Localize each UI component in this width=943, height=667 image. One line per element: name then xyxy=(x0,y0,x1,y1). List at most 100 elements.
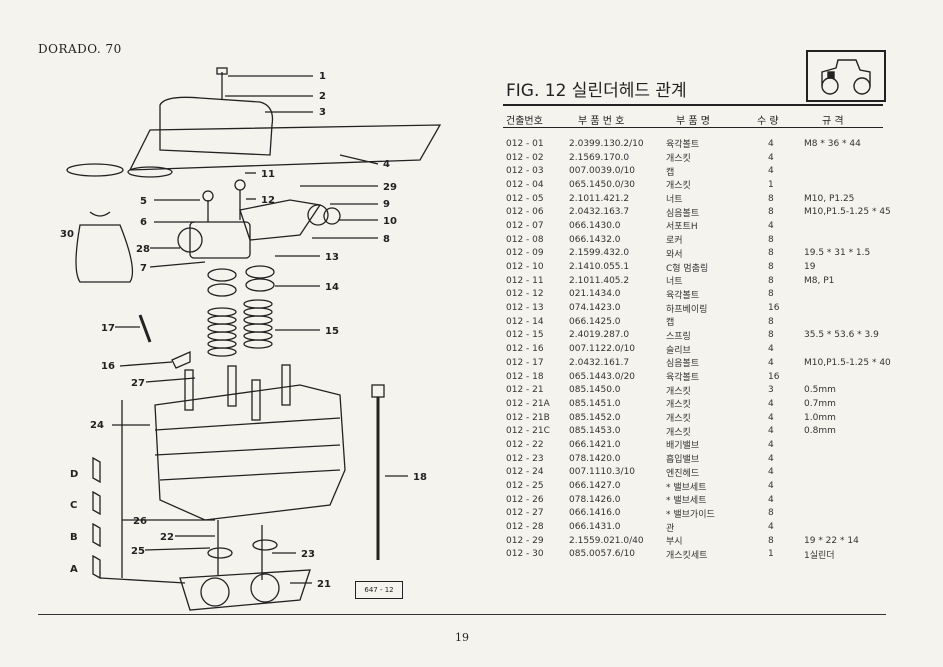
part-no-cell: 012 - 18 xyxy=(506,371,544,382)
part-no-cell: 012 - 25 xyxy=(506,481,544,492)
part-no-cell: 012 - 30 xyxy=(506,549,544,560)
qty-cell: 4 xyxy=(768,344,774,355)
part-no-cell: 012 - 24 xyxy=(506,467,544,478)
qty-cell: 4 xyxy=(768,467,774,478)
code-cell: 078.1420.0 xyxy=(569,453,621,464)
name-cell: 개스킷 xyxy=(666,154,691,165)
spec-cell: M10,P1.5-1.25 * 45 xyxy=(804,207,891,218)
code-cell: 2.1599.432.0 xyxy=(569,248,630,259)
callout-25: 25 xyxy=(131,546,145,557)
spec-cell: M10,P1.5-1.25 * 40 xyxy=(804,357,891,368)
spec-cell xyxy=(804,493,894,507)
qty-cell: 4 xyxy=(768,398,774,409)
code-cell: 085.1452.0 xyxy=(569,412,621,423)
spec-cell: M8 * 36 * 44 xyxy=(804,138,861,149)
code-cell: 074.1423.0 xyxy=(569,303,621,314)
col-spec: 규 격 xyxy=(822,116,844,127)
name-cell: 너트 xyxy=(666,195,683,206)
code-cell: 007.1122.0/10 xyxy=(569,344,636,355)
part-no-cell: 012 - 09 xyxy=(506,248,544,259)
qty-cell: 4 xyxy=(768,166,774,177)
code-cell: 021.1434.0 xyxy=(569,289,621,300)
qty-cell: 8 xyxy=(768,535,774,546)
name-cell: 개스킷세트 xyxy=(666,550,708,561)
code-cell: 066.1432.0 xyxy=(569,234,621,245)
name-cell: 너트 xyxy=(666,277,683,288)
callout-1: 1 xyxy=(319,71,326,82)
part-no-cell: 012 - 21C xyxy=(506,426,550,437)
qty-cell: 8 xyxy=(768,275,774,286)
code-cell: 085.1450.0 xyxy=(569,385,621,396)
callout-3: 3 xyxy=(319,107,326,118)
col-name: 부 품 명 xyxy=(676,116,710,127)
code-cell: 085.0057.6/10 xyxy=(569,549,636,560)
qty-cell: 4 xyxy=(768,439,774,450)
part-no-cell: 012 - 08 xyxy=(506,234,544,245)
spec-cell xyxy=(804,507,894,521)
name-cell: 심음볼트 xyxy=(666,208,700,219)
qty-cell: 3 xyxy=(768,385,774,396)
callout-12: 12 xyxy=(261,195,275,206)
code-cell: 2.0432.163.7 xyxy=(569,207,630,218)
spec-cell: 19.5 * 31 * 1.5 xyxy=(804,248,871,259)
name-cell: 캡 xyxy=(666,167,675,178)
name-cell: * 밸브세트 xyxy=(666,496,707,507)
spec-cell xyxy=(804,466,894,480)
spec-cell xyxy=(804,178,894,192)
qty-cell: 8 xyxy=(768,508,774,519)
name-cell: 개스킷 xyxy=(666,181,691,192)
model-header: DORADO. 70 xyxy=(38,42,122,56)
qty-cell: 8 xyxy=(768,289,774,300)
spec-cell xyxy=(804,233,894,247)
col-code: 부 품 번 호 xyxy=(578,116,625,127)
name-cell: 개스킷 xyxy=(666,427,691,438)
code-cell: 2.1011.421.2 xyxy=(569,193,630,204)
code-cell: 085.1451.0 xyxy=(569,398,621,409)
spec-cell: 1실린더 xyxy=(804,550,835,561)
qty-cell: 8 xyxy=(768,330,774,341)
spec-cell xyxy=(804,520,894,534)
part-no-cell: 012 - 11 xyxy=(506,275,544,286)
qty-cell: 4 xyxy=(768,522,774,533)
name-cell: 하프베이링 xyxy=(666,304,708,315)
col-qty: 수 량 xyxy=(757,116,779,127)
part-no-cell: 012 - 04 xyxy=(506,179,544,190)
callout-26: 26 xyxy=(133,516,147,527)
name-cell: 와서 xyxy=(666,249,683,260)
code-cell: 065.1450.0/30 xyxy=(569,179,636,190)
part-no-cell: 012 - 21 xyxy=(506,385,544,396)
spec-cell xyxy=(804,219,894,233)
part-no-cell: 012 - 12 xyxy=(506,289,544,300)
spec-cell xyxy=(804,301,894,315)
callout-A: A xyxy=(70,564,78,575)
code-cell: 2.1410.055.1 xyxy=(569,262,630,273)
callout-29: 29 xyxy=(383,182,397,193)
part-no-cell: 012 - 21A xyxy=(506,398,550,409)
col-part-no: 건출번호 xyxy=(506,116,543,127)
qty-cell: 4 xyxy=(768,220,774,231)
callout-11: 11 xyxy=(261,169,275,180)
page-number: 19 xyxy=(455,631,469,644)
callout-18: 18 xyxy=(413,472,427,483)
spec-cell: 1.0mm xyxy=(804,412,836,423)
spec-cell xyxy=(804,164,894,178)
qty-cell: 4 xyxy=(768,357,774,368)
name-cell: 육각볼트 xyxy=(666,140,700,151)
spec-cell: 35.5 * 53.6 * 3.9 xyxy=(804,330,879,341)
callout-4: 4 xyxy=(383,159,390,170)
qty-cell: 8 xyxy=(768,234,774,245)
